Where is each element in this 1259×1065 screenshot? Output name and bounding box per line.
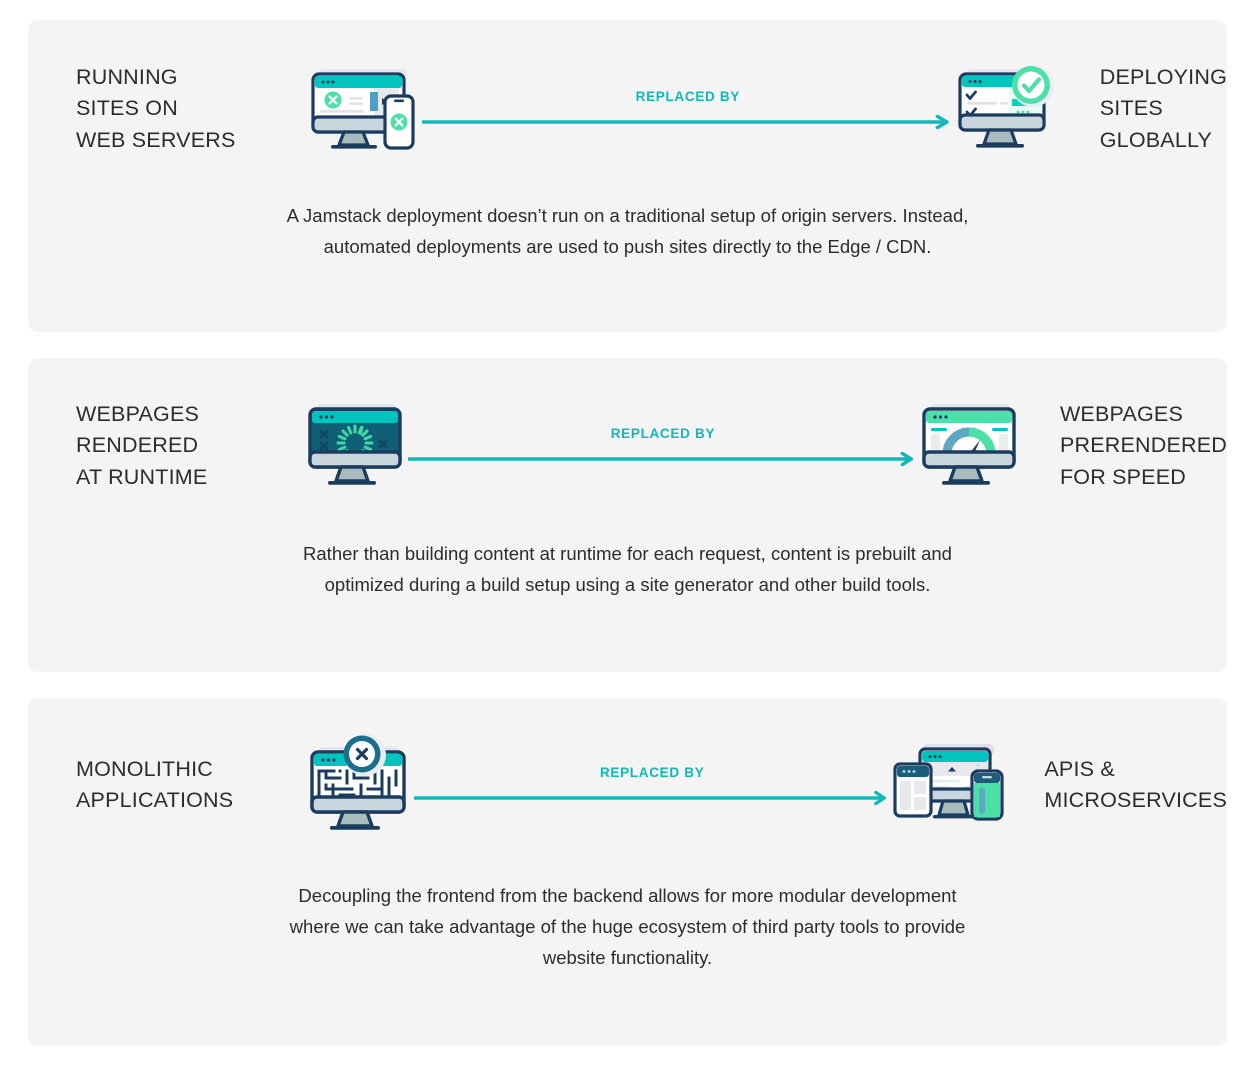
panel-2-right-heading: WEBPAGES PRERENDERED FOR SPEED: [1059, 401, 1227, 489]
arrow-right-icon: [408, 452, 914, 466]
panel-3-right-heading: APIS & MICROSERVICES: [1044, 756, 1227, 813]
panel-1-caption: A Jamstack deployment doesn’t run on a t…: [286, 205, 969, 257]
arrow-right-icon: [414, 791, 886, 805]
panel-3-row: MONOLITHIC APPLICATIONS: [28, 698, 1227, 830]
panel-3-left-heading: MONOLITHIC APPLICATIONS: [76, 756, 234, 813]
panel-2-arrow: REPLACED BY: [408, 416, 918, 476]
monitor-with-checkmark-icon: [954, 63, 1062, 155]
panel-monolithic-applications: MONOLITHIC APPLICATIONS: [28, 698, 1227, 1046]
panel-2-row: WEBPAGES RENDERED AT RUNTIME: [28, 358, 1227, 489]
panel-1-arrow-label: REPLACED BY: [635, 89, 741, 104]
multi-device-modular-icon: [890, 742, 1006, 828]
panel-running-sites-on-web-servers: RUNNING SITES ON WEB SERVERS: [28, 20, 1227, 332]
monitor-loading-spinner-icon: [304, 399, 408, 493]
panel-1-row: RUNNING SITES ON WEB SERVERS: [28, 20, 1227, 152]
panel-webpages-rendered-at-runtime: WEBPAGES RENDERED AT RUNTIME: [28, 358, 1227, 672]
panel-3-arrow: REPLACED BY: [414, 755, 890, 815]
panel-1-left-heading: RUNNING SITES ON WEB SERVERS: [76, 64, 236, 152]
panel-2-arrow-label: REPLACED BY: [610, 426, 716, 441]
panel-2-left-heading: WEBPAGES RENDERED AT RUNTIME: [76, 401, 208, 489]
monitor-speedometer-icon: [918, 399, 1022, 493]
monitor-maze-error-icon: [304, 733, 414, 837]
panel-3-caption: Decoupling the frontend from the backend…: [289, 885, 966, 968]
monitor-with-errors-icon: [306, 65, 422, 153]
panel-1-right-heading: DEPLOYING SITES GLOBALLY: [1099, 64, 1227, 152]
panel-3-arrow-label: REPLACED BY: [599, 765, 705, 780]
arrow-right-icon: [422, 115, 949, 129]
panel-1-arrow: REPLACED BY: [422, 79, 954, 139]
panel-2-caption: Rather than building content at runtime …: [303, 543, 952, 595]
